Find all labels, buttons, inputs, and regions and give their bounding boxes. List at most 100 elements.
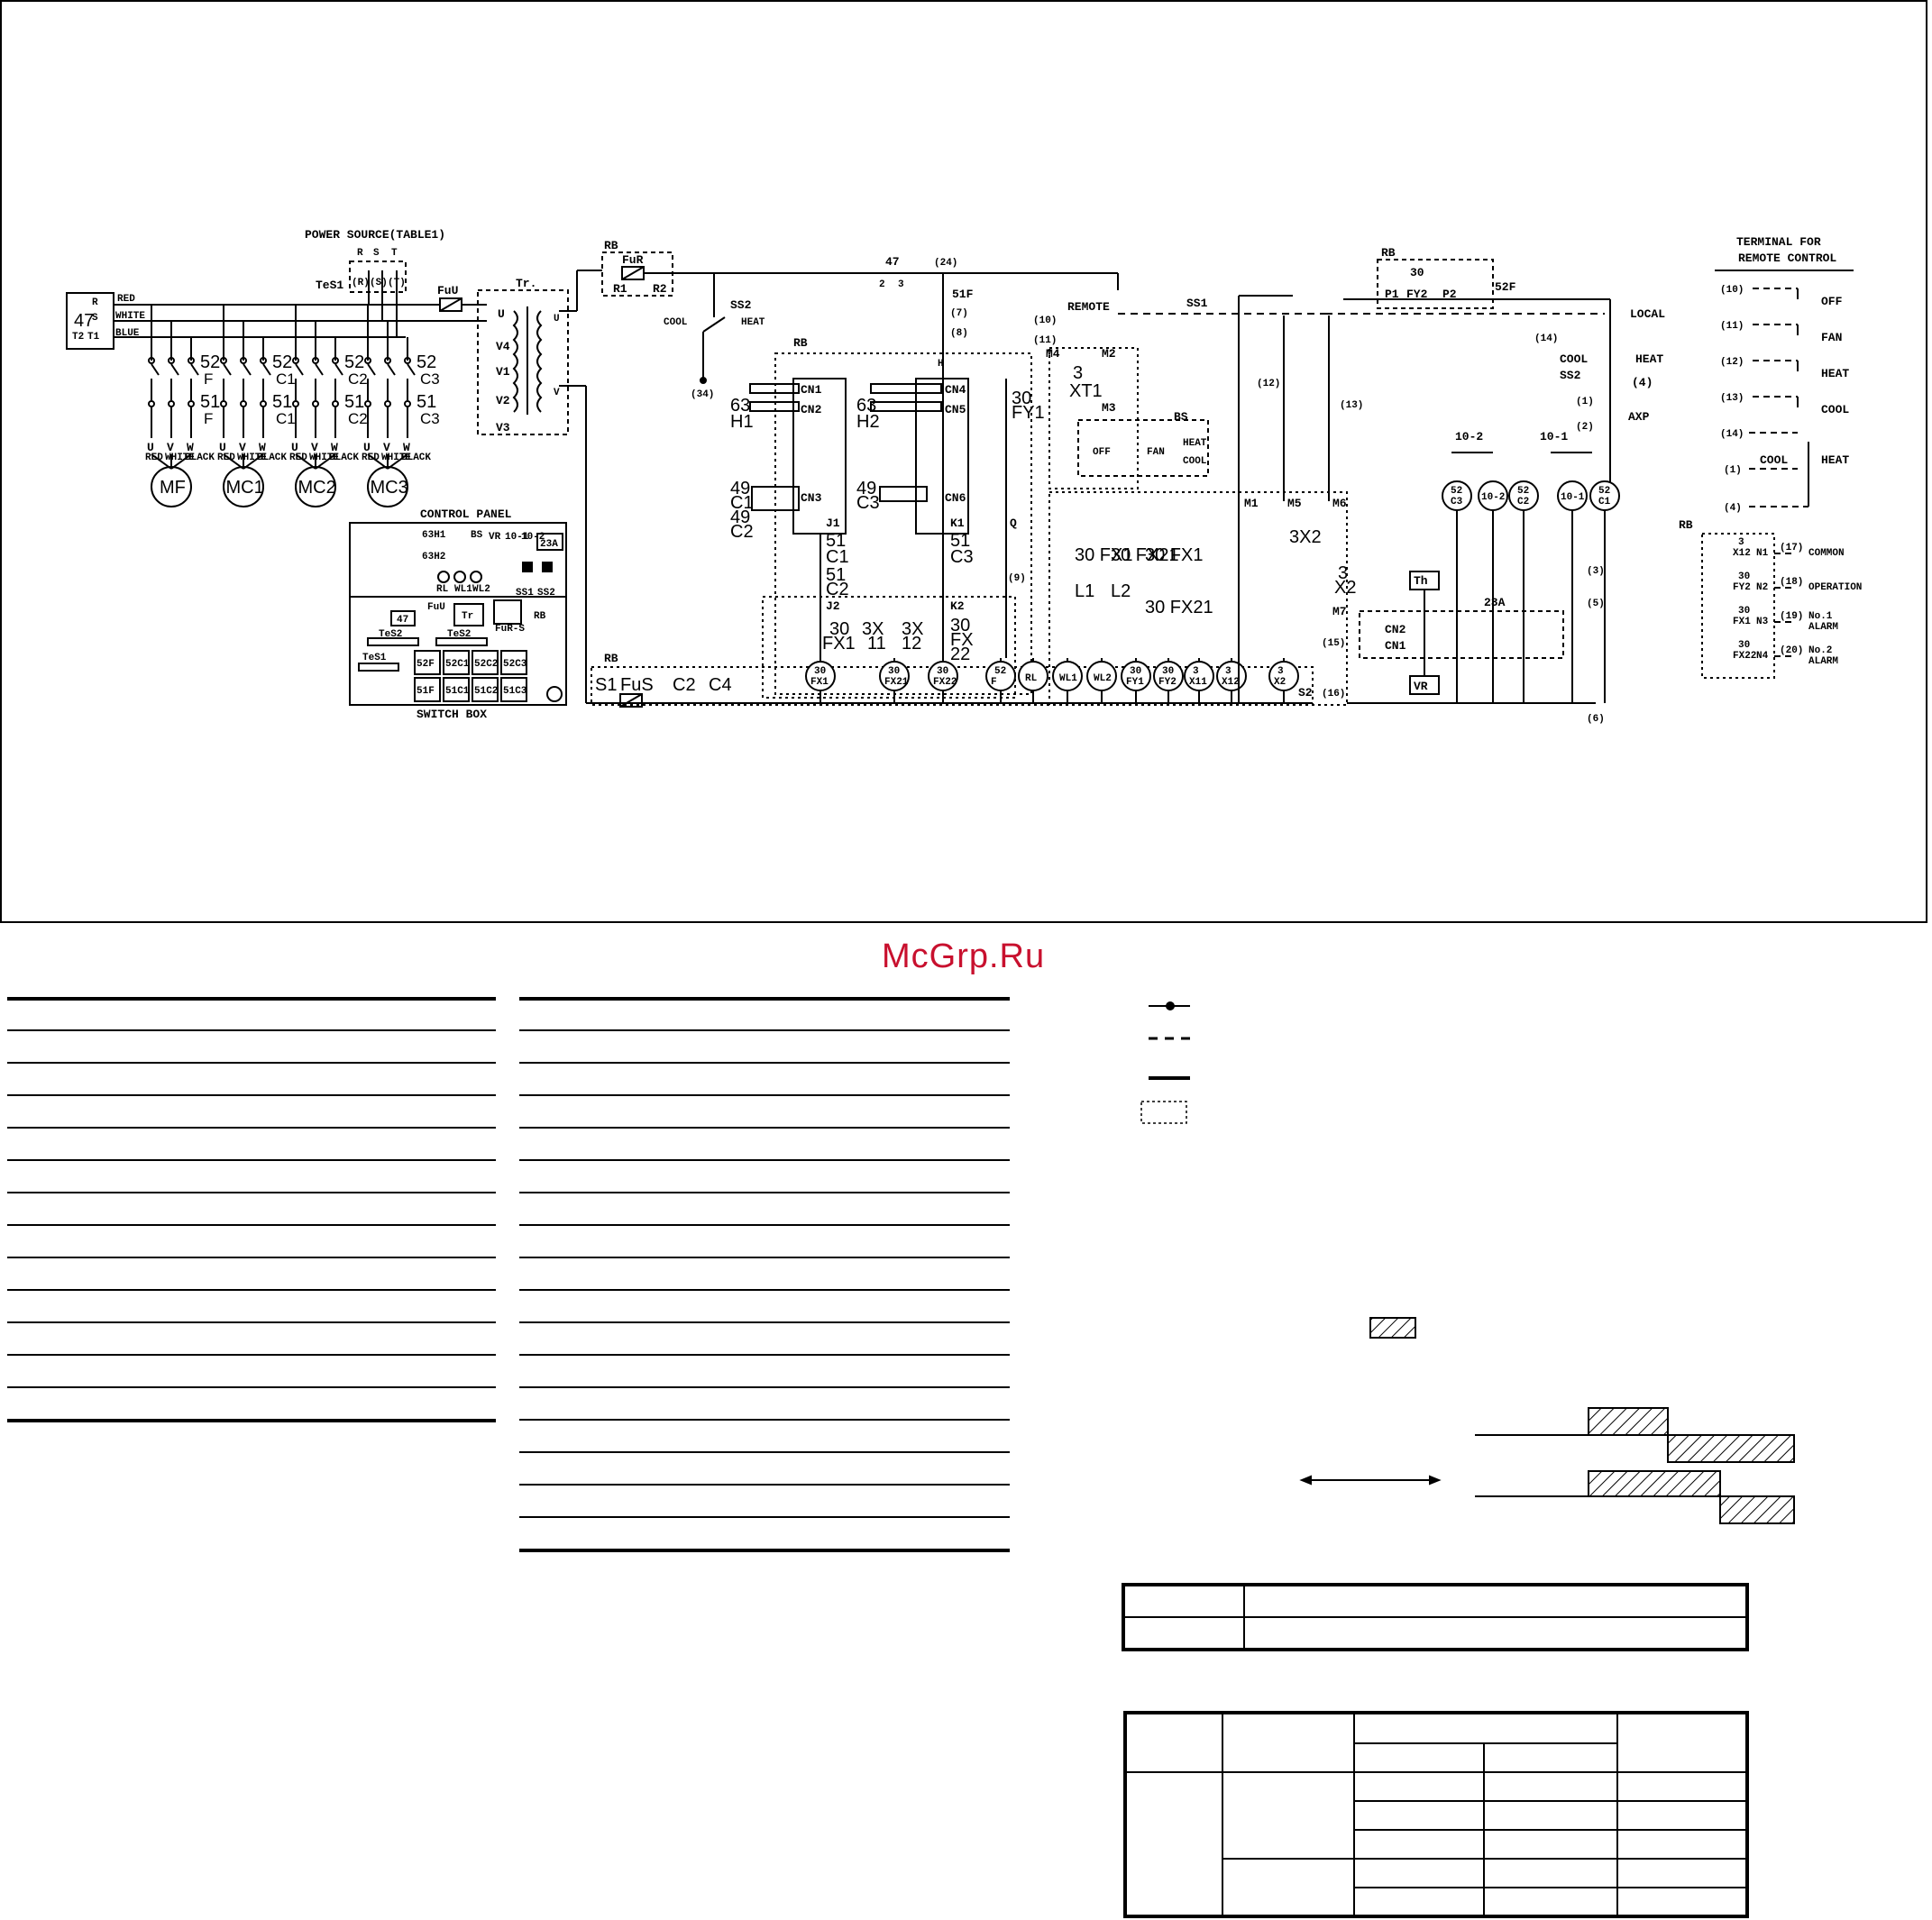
node-15: (15): [1322, 638, 1345, 649]
motor-terminal-w: W: [259, 441, 266, 454]
fuse-fus-label: FuS: [620, 675, 654, 695]
remote-node-14: (14): [1720, 429, 1744, 440]
51c1-a: 51: [826, 531, 846, 551]
thermal-c1-c2: [751, 486, 800, 511]
23a-label: 23A: [1484, 596, 1506, 609]
3x11-a: 3X: [862, 619, 884, 639]
tap-v2: V2: [496, 394, 510, 407]
ss2-label: SS2: [730, 298, 752, 312]
remote-out-relay-number: 3: [1738, 537, 1744, 548]
cn2-right: CN2: [1385, 623, 1406, 636]
remote-out-relay-name: FY2: [1733, 582, 1751, 593]
node-2: (2): [1576, 422, 1594, 433]
lamp-l1: L1: [1075, 581, 1094, 601]
51c1-b: C1: [826, 547, 849, 567]
sb-contactor-box: [443, 677, 470, 702]
motor-mf-label: MF: [160, 478, 186, 498]
remote-out-relay-name: FX1: [1733, 617, 1751, 627]
contactor-52-label: 52: [344, 352, 364, 372]
cp-bs: BS: [471, 530, 483, 541]
node-14: (14): [1534, 334, 1558, 344]
motor-terminal-v: V: [311, 441, 318, 454]
sb-furs: FuR-S: [495, 624, 525, 635]
coil-name: X11: [1189, 677, 1207, 688]
coil-30fy2-icon: [1153, 661, 1184, 691]
51c3-a: 51: [950, 531, 970, 551]
sb-fuu: FuU: [427, 602, 445, 613]
coil-wl1-icon: [1052, 661, 1083, 691]
terminal-j1: J1: [826, 517, 840, 530]
contact-51-pin: [148, 400, 155, 407]
contact-52-blade: [334, 363, 343, 376]
3x2-contact: 3X2: [1289, 527, 1322, 547]
table-rule: [519, 1192, 1010, 1193]
coil-number: 30: [814, 666, 826, 677]
contact-52-blade: [223, 363, 232, 376]
overload-51-suffix: F: [204, 410, 213, 427]
timing-row-1-hatch-a: [1588, 1407, 1669, 1436]
63h1-a: 63: [730, 396, 750, 416]
remote-out-label: No.1: [1808, 611, 1833, 622]
terminal-k1: K1: [950, 517, 965, 530]
motor-wire-color: BLACK: [185, 453, 215, 463]
table-rule: [7, 1159, 496, 1161]
30fx22-a: 30: [950, 616, 970, 635]
lamp-rl: [437, 571, 450, 583]
sb-contactor-51c3: 51C3: [503, 686, 527, 697]
rb-label-3: RB: [604, 652, 618, 665]
remote-out-node: (17): [1780, 543, 1803, 553]
table-rule: [519, 1386, 1010, 1388]
remote-out-relay-name: FX22: [1733, 651, 1756, 662]
30fy2-b: FY2: [1406, 288, 1428, 301]
49c3-a: 49: [856, 479, 876, 498]
30fx21-contact-a: 30 FX21: [1111, 545, 1179, 565]
term-r: (R): [352, 278, 370, 288]
30fx1-contact-a: 30 FX1: [1075, 545, 1132, 565]
spec-table: [1123, 1711, 1749, 1918]
relay47-contact-label: 47: [885, 255, 900, 269]
terminal-m4: M4: [1046, 347, 1060, 361]
remote-out-node: (19): [1780, 611, 1803, 622]
table-rule: [519, 1094, 1010, 1096]
plug-cn4: [870, 383, 942, 394]
legend-hatch-sample: [1369, 1317, 1416, 1339]
ss2-switch: [542, 562, 553, 572]
contact-51-pin: [384, 400, 391, 407]
63h2-a: 63: [856, 396, 876, 416]
cn1-right: CN1: [1385, 639, 1406, 653]
coil-name: WL1: [1059, 673, 1077, 684]
contact-52-blade: [243, 363, 252, 376]
control-circuit: RB FuR R1 R2 47 2 3 (24) SS2 COOL HEAT (…: [586, 239, 1314, 708]
remote-control-terminal: TERMINAL FOR REMOTE CONTROL (10)OFF(11)F…: [1679, 235, 1862, 679]
node-10: (10): [1033, 315, 1057, 326]
contact-52-pin: [168, 357, 175, 364]
table-rule: [7, 1224, 496, 1226]
coil-30fy1-icon: [1121, 661, 1151, 691]
table-rule: [519, 1451, 1010, 1453]
coil-number: 30: [1130, 666, 1141, 677]
thermo-number: 52: [1517, 486, 1529, 497]
overload-51-label: 51: [200, 392, 220, 412]
bs-label: BS: [1174, 410, 1188, 424]
table-rule: [7, 1354, 496, 1356]
contact-51-pin: [220, 400, 227, 407]
coil-3x2-icon: [1268, 661, 1299, 691]
remote-out-relay-number: 30: [1738, 606, 1750, 617]
terminal-k2: K2: [950, 599, 965, 613]
sb-tr-box: [453, 603, 484, 626]
r2-label: R2: [653, 282, 667, 296]
cn1: CN1: [801, 383, 822, 397]
sb-contactor-box: [500, 677, 527, 702]
table-rule: [519, 1159, 1010, 1161]
wire-red: RED: [117, 294, 135, 305]
motor-terminal-v: V: [167, 441, 174, 454]
lamp-wl2: [470, 571, 482, 583]
node-34: (34): [691, 389, 714, 400]
overload-51-label: 51: [272, 392, 292, 412]
table-rule: [7, 1192, 496, 1193]
remote-out-terminal: N1: [1756, 548, 1769, 559]
contact-52-pin: [332, 357, 339, 364]
30fx1-contact-b: 30 FX1: [1145, 545, 1203, 565]
control-panel-outline: [349, 522, 567, 706]
